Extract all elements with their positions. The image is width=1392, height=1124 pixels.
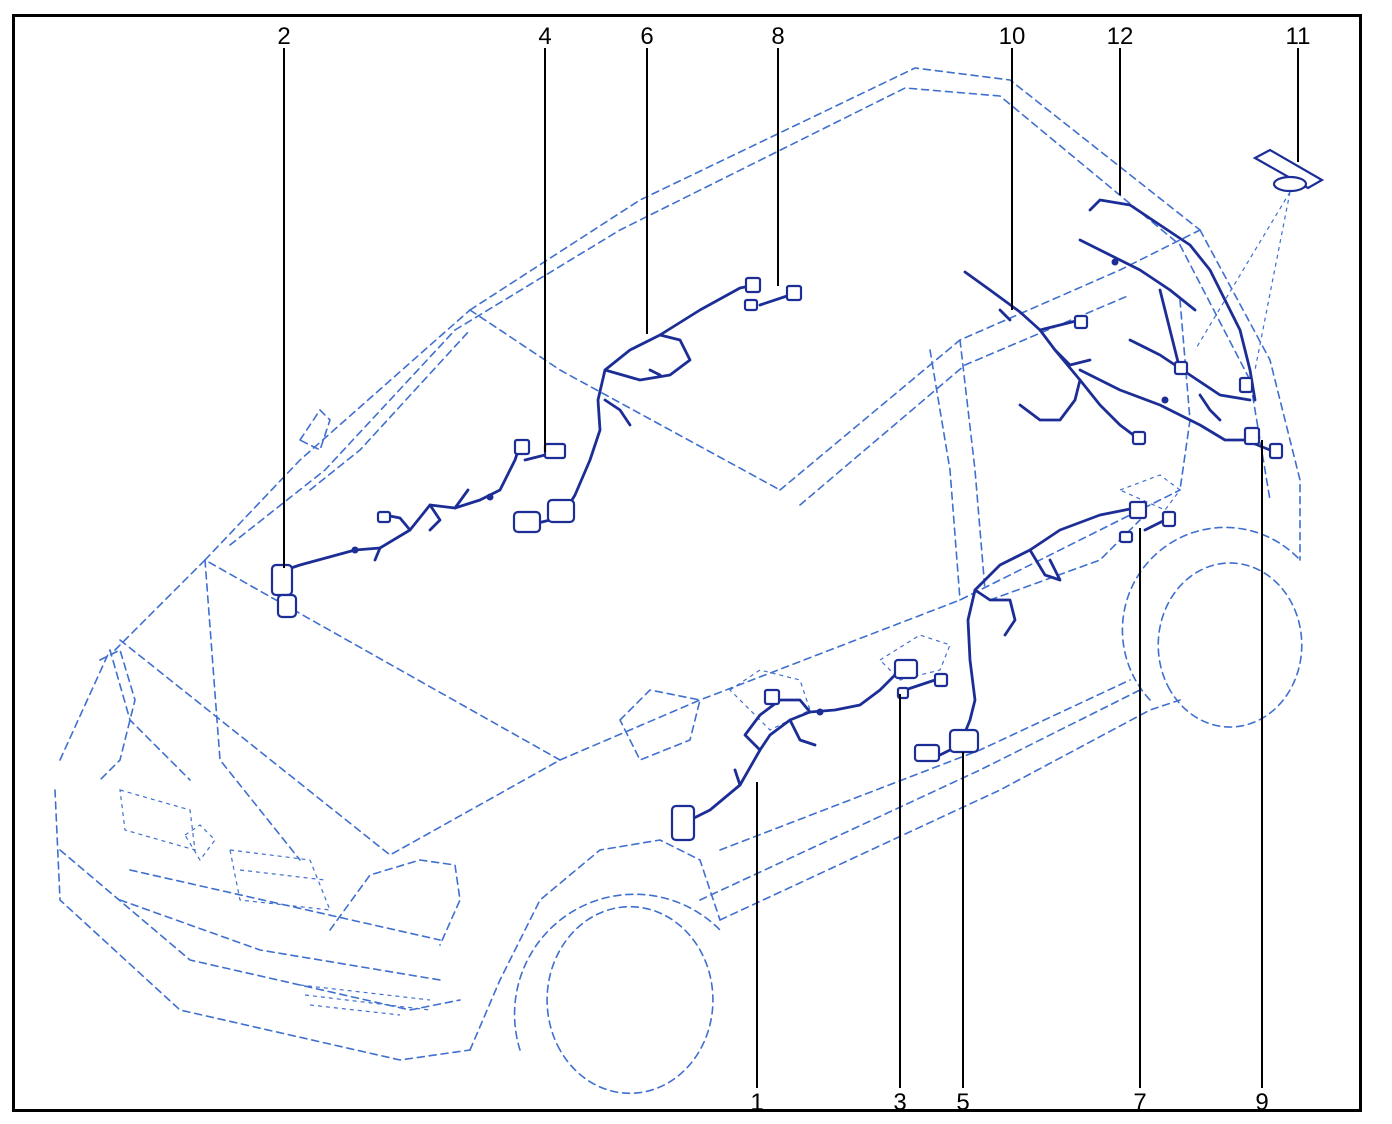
connector xyxy=(785,284,803,302)
callout-7: 7 xyxy=(1133,1089,1146,1116)
harness-2 xyxy=(270,438,567,619)
callout-2: 2 xyxy=(277,23,290,50)
callout-4: 4 xyxy=(538,23,551,50)
connector xyxy=(1118,530,1134,544)
harness-5 xyxy=(913,500,1177,763)
connector xyxy=(913,743,941,763)
connector xyxy=(744,276,762,294)
car-outline xyxy=(54,67,1303,1095)
callout-3: 3 xyxy=(893,1089,906,1116)
harness-10 xyxy=(963,270,1147,446)
connector xyxy=(512,510,542,534)
connector xyxy=(1268,442,1284,460)
callout-11: 11 xyxy=(1286,23,1311,50)
connector xyxy=(1243,426,1261,446)
harness-1 xyxy=(670,658,949,842)
callout-6: 6 xyxy=(640,23,653,50)
connector xyxy=(933,672,949,688)
harness-6 xyxy=(512,276,803,534)
connector xyxy=(1173,360,1189,376)
roof-lamp-module xyxy=(1194,148,1325,371)
connector xyxy=(276,593,298,619)
connector xyxy=(763,688,781,706)
callout-8: 8 xyxy=(771,23,784,50)
connector xyxy=(1128,500,1148,520)
connector xyxy=(670,804,696,842)
connector xyxy=(893,658,919,680)
callout-1: 1 xyxy=(750,1089,763,1116)
connector xyxy=(543,442,567,460)
connector xyxy=(376,510,392,524)
callout-5: 5 xyxy=(956,1089,969,1116)
callout-9: 9 xyxy=(1255,1089,1268,1116)
callouts: 2 4 6 8 10 12 11 1 3 5 7 9 xyxy=(277,23,1310,1116)
connector xyxy=(546,498,576,524)
callout-10: 10 xyxy=(999,23,1026,50)
connector xyxy=(1073,314,1089,330)
connector xyxy=(513,438,531,456)
harness-12 xyxy=(1078,198,1284,460)
connector xyxy=(948,728,980,754)
connector xyxy=(743,298,759,312)
connector xyxy=(270,563,294,597)
callout-12: 12 xyxy=(1107,23,1134,50)
connector xyxy=(1161,510,1177,528)
connector xyxy=(1238,376,1254,394)
connector xyxy=(1131,430,1147,446)
